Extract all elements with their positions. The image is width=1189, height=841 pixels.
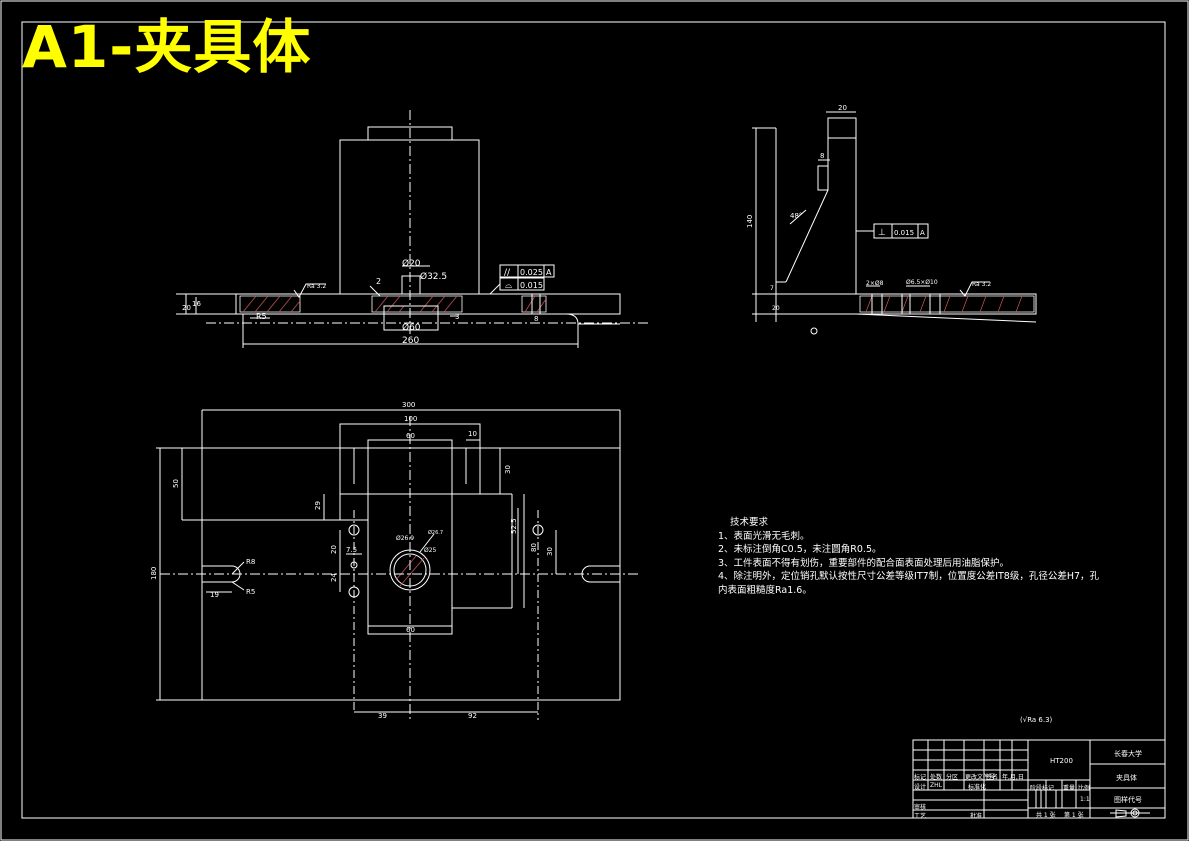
side-dim-hole2: Ø6.5×Ø10 [906,279,938,286]
plan-dim-60: 60 [406,432,415,440]
plan-dim-d267: Ø26.7 [428,529,443,536]
note-item: 3、工件表面不得有划伤，重要部件的配合面表面处理后用油脂保护。 [718,557,1010,569]
tb-sheets-total: 共 1 张 [1036,812,1056,819]
dim-w260: 260 [402,336,419,346]
side-dim-angle: 48° [790,212,802,220]
dim-r5: R5 [256,312,267,321]
inner-border [21,21,1166,819]
plan-dim-30: 30 [504,465,512,474]
tb-review: 审核 [914,804,927,811]
tb-count: 处数 [930,774,943,781]
plan-dim-92: 92 [468,712,477,720]
tb-designer: ZHL [930,782,942,789]
side-dim-20b: 20 [772,305,780,312]
plan-dim-r8: R8 [246,558,255,566]
tb-scale: 1:1 [1080,796,1090,803]
plan-dim-7-5: 7.5 [346,546,357,554]
note-item: 1、表面光滑无毛刺。 [718,530,810,542]
plan-view [156,409,640,720]
tb-stage: 阶段标记 [1030,785,1055,792]
plan-dim-52-5: 52.5 [510,518,518,534]
tb-zone: 分区 [946,774,959,781]
side-gdt-perp-value: 0.015 [894,229,914,237]
gdt-flat-value: 0.015 [520,281,543,290]
tb-change: 更改文件号 [965,774,996,781]
tb-drawing-no: 图样代号 [1114,796,1142,804]
gdt-datum: A [546,268,552,277]
gdt-flat-sym: ⌓ [505,281,512,291]
drawing-title: A1-夹具体 [22,13,312,81]
plan-dim-r5: R5 [246,588,255,596]
plan-dim-80: 80 [530,543,538,552]
dim-d20: Ø20 [402,258,421,269]
plan-dim-180: 180 [150,567,158,580]
tb-material: HT200 [1050,757,1073,765]
plan-dim-30b: 30 [546,547,554,556]
side-dim-140: 140 [746,215,754,228]
tb-date: 年,月,日 [1002,774,1024,781]
tb-process: 工艺 [914,813,927,820]
plan-dim-29: 29 [314,501,322,510]
side-view [752,111,1037,335]
tb-school: 长春大学 [1114,750,1142,758]
gdt-parallel-sym: // [504,268,511,278]
side-dim-7: 7 [770,285,774,292]
dim-d60: Ø60 [402,322,421,333]
plan-dim-24: 24 [330,573,338,582]
tb-design-label: 设计 [914,784,927,791]
plan-dim-39: 39 [378,712,387,720]
note-item: 2、未标注倒角C0.5，未注圆角R0.5。 [718,544,882,555]
plan-dim-60b: 60 [406,626,415,634]
plan-dim-10: 10 [468,430,477,438]
tb-weight: 重量 [1063,785,1076,792]
note-item: 4、除注明外，定位销孔默认按性尺寸公差等级IT7制，位置度公差IT8级，孔径公差… [718,571,1100,582]
plan-dim-300: 300 [402,401,415,409]
title-block-lines [912,739,1166,819]
tb-ratio: 比例 [1078,785,1091,792]
tb-sign: 签名 [986,774,999,781]
plan-dim-20: 20 [330,545,338,554]
plan-dim-50: 50 [172,479,180,488]
tb-sheet-no: 第 1 张 [1064,812,1084,819]
note-item: 内表面粗糙度Ra1.6。 [718,584,812,596]
dim-2: 2 [376,277,381,286]
roughness-note: (√Ra 6.3) [1020,716,1053,724]
dim-d32-5: Ø32.5 [420,271,447,282]
dim-3: 3 [455,313,459,321]
side-gdt-datum: A [920,229,925,237]
plan-dim-d26: Ø26.9 [396,535,414,542]
tb-approve: 批准 [970,813,983,820]
plan-dim-100: 100 [404,415,417,423]
front-view [176,110,650,348]
side-gdt-perp-sym: ⊥ [878,228,886,238]
dim-h20: 20 [182,304,191,312]
side-dim-8: 8 [820,152,824,160]
plan-dim-d25: Ø25 [424,547,437,554]
tb-std-label: 标准化 [968,784,987,791]
side-roughness: Ra 3.2 [972,281,991,288]
tb-part-name: 夹具体 [1116,774,1137,782]
tb-mark: 标记 [914,774,927,781]
notes-heading: 技术要求 [730,517,769,528]
side-dim-hole: 2×Ø8 [866,280,884,287]
side-dim-20: 20 [838,104,847,112]
gdt-parallel-value: 0.025 [520,268,543,277]
technical-requirements: 技术要求 1、表面光滑无毛刺。 2、未标注倒角C0.5，未注圆角R0.5。 3、… [718,516,1099,597]
roughness-top: Ra 3.2 [307,283,326,290]
dim-h16: 16 [192,300,201,308]
dim-8: 8 [534,315,538,323]
plan-dim-19: 19 [210,591,219,599]
